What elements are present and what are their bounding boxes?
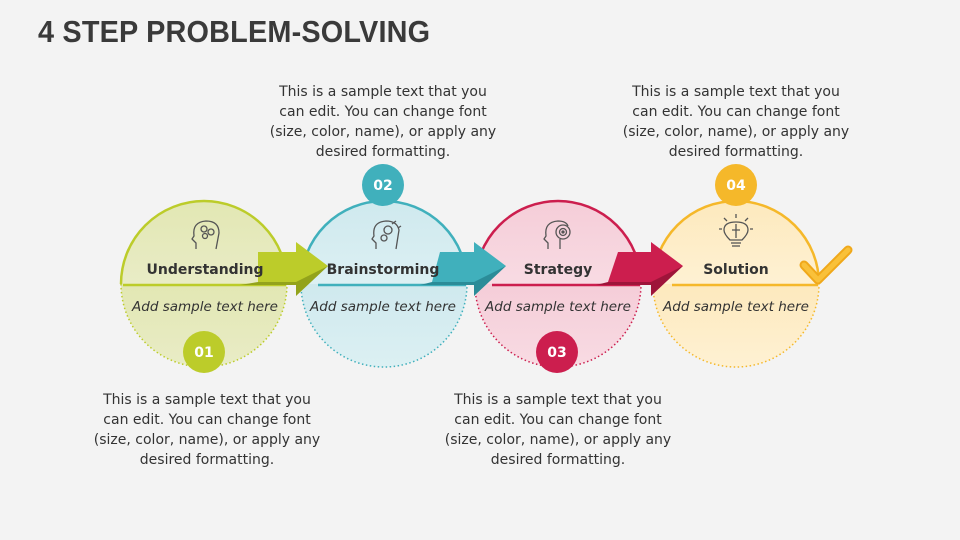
step-2-circle [299, 199, 469, 368]
step-4-badge: 04 [715, 164, 757, 206]
step-3-subtitle: Add sample text here [484, 299, 631, 315]
step-1-subtitle: Add sample text here [131, 299, 278, 315]
head-target-icon [543, 220, 571, 249]
step-1-name: Understanding [146, 262, 263, 278]
step-1-circle [119, 199, 289, 368]
checkmark-icon [799, 245, 853, 285]
step-3-name: Strategy [524, 262, 592, 278]
step-4-name: Solution [703, 262, 769, 278]
arrow-2-icon [420, 242, 506, 296]
head-gears-icon [371, 220, 402, 250]
arrow-1-icon [240, 242, 328, 296]
step-3-description: This is a sample text that you can edit.… [444, 392, 672, 468]
step-1-badge: 01 [183, 331, 225, 373]
step-3-number: 03 [547, 345, 566, 361]
step-3-badge: 03 [536, 331, 578, 373]
step-3-circle [473, 199, 643, 368]
step-2-name: Brainstorming [327, 262, 440, 278]
step-4-subtitle: Add sample text here [662, 299, 809, 315]
brain-head-icon [191, 220, 220, 250]
step-4-circle [651, 199, 821, 368]
step-2-badge: 02 [362, 164, 404, 206]
step-4-description: This is a sample text that you can edit.… [622, 84, 850, 160]
step-1-description: This is a sample text that you can edit.… [93, 392, 321, 468]
step-4-number: 04 [726, 178, 746, 194]
page-title: 4 STEP PROBLEM-SOLVING [38, 14, 431, 49]
step-2-number: 02 [373, 178, 392, 194]
step-2-description: This is a sample text that you can edit.… [269, 84, 497, 160]
step-2-subtitle: Add sample text here [309, 299, 456, 315]
lightbulb-icon [719, 214, 753, 247]
step-1-number: 01 [194, 345, 213, 361]
arrow-3-icon [596, 242, 683, 296]
